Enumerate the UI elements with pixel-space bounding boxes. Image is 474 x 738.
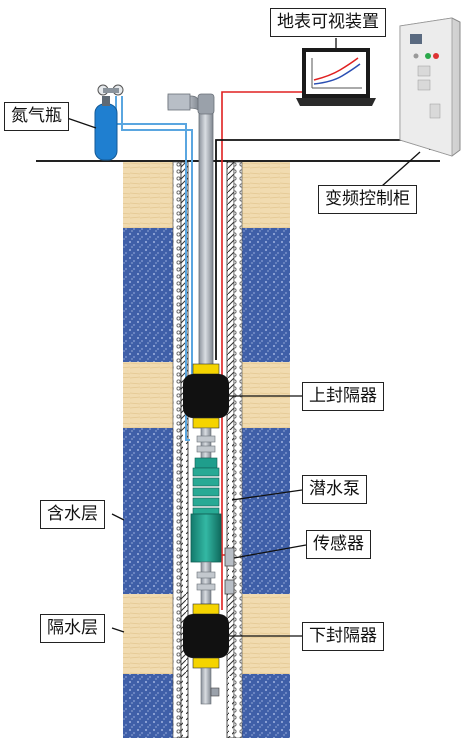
nitrogen-bottle-label: 氮气瓶 <box>4 102 69 131</box>
gravel-pack-right <box>233 161 243 738</box>
lower-pipe <box>200 561 212 605</box>
riser-pipe <box>167 93 215 373</box>
vfd-cabinet <box>399 17 461 157</box>
lower-packer-label: 下封隔器 <box>302 622 384 651</box>
aquitard-label: 隔水层 <box>40 614 105 643</box>
display-device-label: 地表可视装置 <box>270 8 386 37</box>
sensor-body <box>224 547 235 595</box>
gravel-pack-left <box>172 161 182 738</box>
submersible-pump-label: 潜水泵 <box>302 475 367 504</box>
sensor-label: 传感器 <box>306 530 371 559</box>
upper-packer-label: 上封隔器 <box>302 382 384 411</box>
casing-screens <box>183 430 232 736</box>
strata-left <box>123 162 173 738</box>
nitrogen-line-2 <box>121 96 193 380</box>
tail-pipe <box>200 667 212 705</box>
submersible-pump <box>190 457 222 563</box>
laptop-display <box>296 48 376 106</box>
nitrogen-bottle <box>94 84 124 161</box>
coupling-rings <box>196 435 216 453</box>
vfd-cabinet-label: 变频控制柜 <box>318 185 417 214</box>
leader-lines <box>66 38 421 637</box>
upper-packer <box>183 363 229 429</box>
aquifer-label: 含水层 <box>40 500 105 529</box>
pump-riser <box>200 427 212 459</box>
strata-right <box>242 162 290 738</box>
lower-packer <box>183 603 229 669</box>
